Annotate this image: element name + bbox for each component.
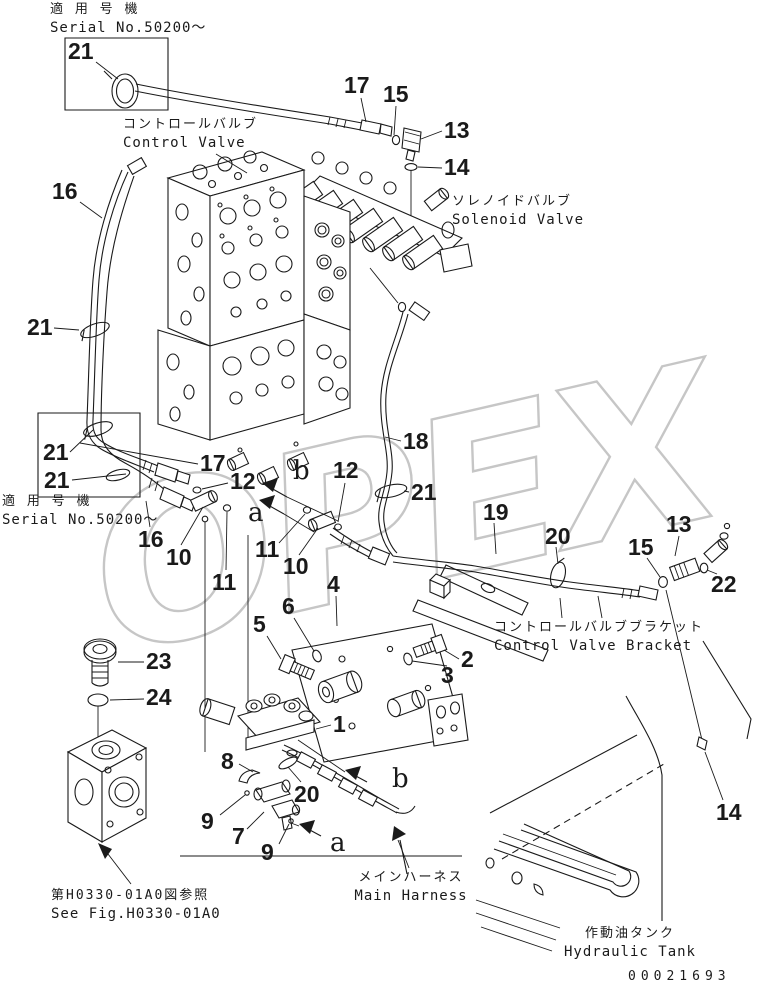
callout-1: 1 (333, 711, 346, 737)
section-letter-a: a (248, 498, 264, 528)
callout-11: 11 (255, 536, 280, 562)
callout-19: 19 (483, 499, 509, 525)
hose-loop (104, 71, 138, 108)
callout-2: 2 (461, 646, 474, 672)
callout-13: 13 (444, 117, 470, 143)
callout-23: 23 (146, 648, 172, 674)
note-cv-bracket: コントロールバルブブラケット Control Valve Bracket (494, 620, 704, 655)
note-left-serial-en: Serial No.50200～ (2, 511, 159, 528)
note-main-harness: メインハーネス Main Harness (346, 870, 476, 905)
note-top-serial: 適 用 号 機 Serial No.50200～ (50, 2, 206, 37)
serial-box-left (38, 413, 140, 497)
serial-box-top (65, 38, 168, 110)
callout-24: 24 (146, 684, 172, 710)
note-hydraulic-tank-en: Hydraulic Tank (563, 943, 696, 960)
callout-7: 7 (232, 823, 245, 849)
callout-4: 4 (327, 571, 340, 597)
callout-22: 22 (711, 571, 737, 597)
leader-lines (54, 62, 723, 844)
hydraulic-tank (476, 641, 751, 951)
callout-21: 21 (68, 38, 94, 64)
section-arrows (259, 478, 409, 874)
pilot-block (68, 639, 146, 884)
note-solenoid-valve-jp: ソレノイドバルブ (452, 194, 573, 209)
note-see-fig: 第H0330-01A0図参照 See Fig.H0330-01A0 (51, 888, 221, 923)
callout-8: 8 (221, 748, 234, 774)
callout-14: 14 (716, 799, 742, 825)
note-cv-bracket-en: Control Valve Bracket (494, 637, 693, 654)
callout-14: 14 (444, 154, 470, 180)
note-solenoid-valve: ソレノイドバルブ Solenoid Valve (452, 194, 584, 229)
bracket-arm (413, 565, 602, 661)
note-main-harness-en: Main Harness (354, 887, 468, 904)
callout-20: 20 (294, 781, 320, 807)
callout-17: 17 (344, 72, 370, 98)
callout-16: 16 (52, 178, 78, 204)
callout-13: 13 (666, 511, 692, 537)
note-hydraulic-tank: 作動油タンク Hydraulic Tank (560, 926, 700, 961)
hose-17 (135, 84, 400, 145)
control-valve-body (128, 151, 399, 486)
note-main-harness-jp: メインハーネス (358, 870, 464, 885)
callout-9: 9 (201, 808, 214, 834)
note-solenoid-valve-en: Solenoid Valve (452, 211, 585, 228)
fitting-13-top (402, 128, 421, 226)
section-letter-b: b (293, 456, 310, 486)
callout-21: 21 (43, 439, 69, 465)
section-letter-b: b (392, 764, 409, 794)
callout-11: 11 (212, 569, 237, 595)
callout-21: 21 (411, 479, 437, 505)
note-control-valve-en: Control Valve (123, 134, 246, 151)
callout-17: 17 (200, 450, 226, 476)
callout-3: 3 (441, 662, 454, 688)
mounting-plate (279, 624, 468, 762)
callout-18: 18 (403, 428, 429, 454)
callout-20: 20 (545, 523, 571, 549)
section-letter-a: a (330, 828, 346, 858)
mid-fittings (190, 487, 389, 752)
callout-15: 15 (628, 534, 654, 560)
ppc-valve (198, 694, 415, 830)
callout-10: 10 (166, 544, 192, 570)
note-control-valve-jp: コントロールバルブ (123, 117, 259, 132)
callout-21: 21 (27, 314, 53, 340)
note-left-serial-jp: 適 用 号 機 (2, 494, 92, 509)
note-control-valve: コントロールバルブ Control Valve (123, 117, 258, 152)
callout-15: 15 (383, 81, 409, 107)
hose-19 (393, 523, 730, 750)
note-hydraulic-tank-jp: 作動油タンク (584, 926, 675, 941)
note-see-fig-en: See Fig.H0330-01A0 (51, 905, 221, 922)
drawing-number: 00021693 (628, 969, 731, 984)
callout-6: 6 (282, 593, 295, 619)
note-left-serial: 適 用 号 機 Serial No.50200～ (2, 494, 158, 529)
note-cv-bracket-jp: コントロールバルブブラケット (494, 620, 705, 635)
note-top-serial-en: Serial No.50200～ (50, 19, 207, 36)
hose-18 (374, 302, 430, 556)
callout-9: 9 (261, 839, 274, 865)
callout-12: 12 (230, 468, 256, 494)
callout-10: 10 (283, 553, 309, 579)
callout-5: 5 (253, 611, 266, 637)
note-see-fig-jp: 第H0330-01A0図参照 (51, 888, 210, 903)
callout-16: 16 (138, 526, 164, 552)
note-top-serial-jp: 適 用 号 機 (50, 2, 140, 17)
callout-21: 21 (44, 467, 70, 493)
callout-12: 12 (333, 457, 359, 483)
